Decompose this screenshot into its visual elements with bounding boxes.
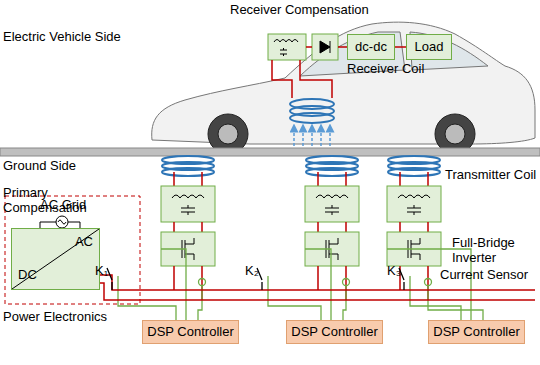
control-wire: [198, 286, 202, 320]
transmitter-coil: [388, 168, 440, 176]
capacitor-symbol: [325, 205, 339, 215]
node-text: DSP Controller: [291, 325, 377, 340]
text-label: Current Sensor: [440, 268, 528, 283]
node-text: AC: [75, 235, 93, 250]
node-text: DSP Controller: [147, 325, 233, 340]
text-label: Full-Bridge Inverter: [452, 236, 537, 266]
control-wire: [161, 249, 186, 320]
compensation-box: [305, 186, 359, 222]
transmitter-column: [387, 156, 441, 300]
transmitter-coil: [162, 168, 214, 176]
dsp-box: DSP Controller: [428, 320, 525, 344]
node-text: dc-dc: [355, 40, 387, 55]
converter-box: dc-dc: [347, 34, 395, 60]
red-wire: [400, 172, 428, 186]
node-text: DC: [18, 268, 37, 283]
acdc-converter: AC DC: [11, 228, 100, 290]
current-sensor: [199, 279, 206, 286]
inductor-symbol: [398, 195, 430, 198]
current-sensor: [343, 279, 350, 286]
inductor-symbol: [316, 195, 348, 198]
capacitor-symbol: [407, 205, 421, 215]
transmitter-coil: [306, 168, 358, 176]
control-wire: [118, 249, 483, 320]
load-box: Load: [406, 34, 452, 60]
compensation-box: [387, 186, 441, 222]
text-label: Transmitter Coil: [445, 168, 536, 183]
dsp-box: DSP Controller: [142, 320, 239, 344]
red-wire: [272, 47, 347, 98]
red-wire: [174, 222, 202, 232]
transmitter-column: [118, 156, 483, 320]
text-label: AC Grid: [40, 198, 86, 213]
text-label: K₁: [95, 264, 108, 279]
control-wire: [118, 276, 176, 320]
red-wire: [400, 266, 428, 300]
ground-band: [0, 148, 540, 156]
text-label: K₃: [387, 264, 401, 279]
receiver-compensation: [268, 34, 338, 60]
control-wire: [343, 286, 346, 320]
capacitor-symbol: [181, 205, 195, 215]
connector: [395, 46, 406, 48]
dsp-box: DSP Controller: [286, 320, 383, 344]
red-wire: [318, 172, 346, 186]
ac-source: [40, 216, 80, 228]
control-wire: [305, 249, 331, 320]
receiver-coil: [290, 99, 334, 123]
red-wire: [174, 172, 202, 186]
node-text: Load: [415, 40, 444, 55]
control-wire: [410, 276, 461, 320]
text-label: K₂: [245, 264, 259, 279]
text-label: Receiver Compensation: [230, 3, 369, 18]
control-wire: [428, 286, 483, 320]
compensation-box: [161, 186, 215, 222]
inductor-symbol: [172, 195, 204, 198]
red-wire: [174, 266, 202, 300]
node-text: DSP Controller: [433, 325, 519, 340]
field-arrow: [294, 128, 330, 146]
control-wire: [268, 276, 321, 320]
text-label: Receiver Coil: [347, 62, 424, 77]
text-label: Ground Side: [3, 159, 76, 174]
transmitter-column: [161, 156, 215, 300]
red-wire: [318, 266, 346, 300]
red-wire: [400, 222, 428, 232]
red-wire: [318, 222, 346, 232]
node-text: Power Electronics: [3, 310, 107, 325]
car-outline: [152, 22, 535, 144]
text-label: Electric Vehicle Side: [3, 30, 121, 45]
transmitter-column: [305, 156, 359, 300]
current-sensor: [425, 279, 432, 286]
